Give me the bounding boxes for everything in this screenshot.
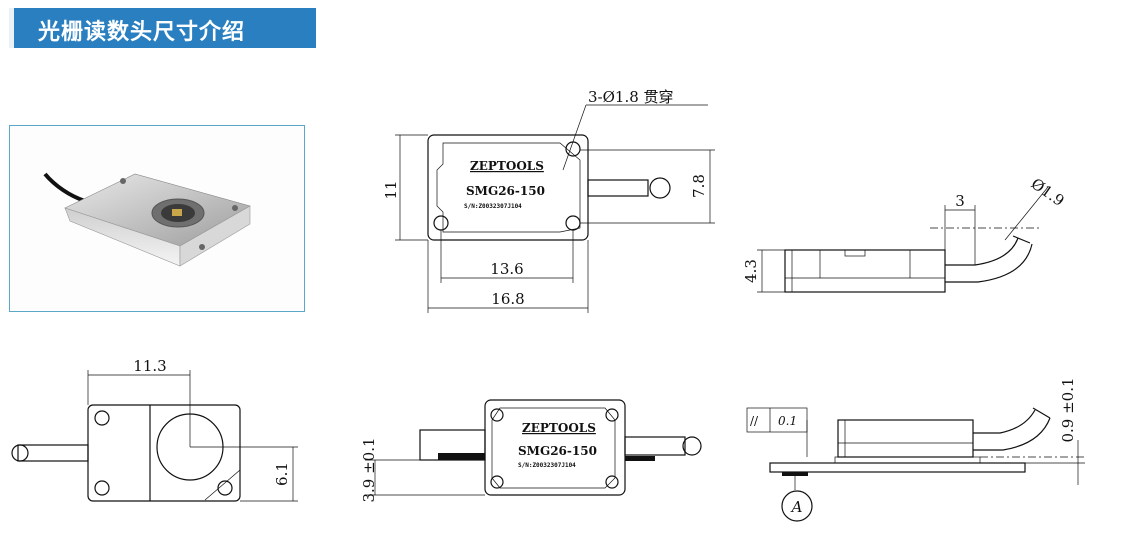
sensor-chip (172, 209, 182, 216)
mount-hole (490, 475, 504, 489)
mounted-view: A // 0.1 0.9 ±0.1 (746, 377, 1085, 522)
dim-11-3: 11.3 (133, 357, 166, 375)
tolerance-value: 0.1 (778, 414, 797, 428)
bottom-view: 11.3 6.1 (11, 357, 298, 502)
mount-hole (605, 475, 619, 489)
mid-cover (491, 407, 616, 489)
mount-hole (605, 408, 619, 422)
datum-circle (781, 490, 813, 522)
middle-view: ZEPTOOLS SMG26-150 S/N:Z0032307J104 3.9 … (360, 399, 702, 503)
cable-bend (945, 237, 1019, 266)
dim-0-9: 0.9 ±0.1 (1059, 377, 1077, 442)
dim-11: 11 (382, 180, 400, 199)
page-title: 光栅读数头尺寸介绍 (38, 20, 246, 45)
model-label: SMG26-150 (466, 184, 545, 198)
holes-dimension: 3-Ø1.8 贯穿 (588, 88, 674, 106)
housing-side (179, 205, 251, 267)
cable-stub (587, 179, 649, 197)
dim-6-1: 6.1 (273, 462, 291, 486)
leader-line (1004, 186, 1049, 241)
mount-hole (217, 480, 233, 496)
left-stub-band (438, 453, 485, 460)
header-accent (9, 8, 14, 48)
dim-7-8: 7.8 (690, 174, 708, 198)
cover-outline (436, 142, 581, 233)
gap-strip (834, 456, 981, 464)
right-stub-band (625, 456, 655, 461)
mount-hole (433, 215, 449, 231)
datum-label: A (790, 498, 803, 516)
cable (43, 172, 86, 203)
right-stub-end (682, 436, 702, 456)
cable-end (11, 444, 29, 462)
serial-label-2: S/N:Z0032307J104 (518, 462, 576, 469)
mount-hole (94, 480, 110, 496)
brand-label-2: ZEPTOOLS (522, 421, 596, 435)
product-photo (43, 172, 251, 267)
cable-bend (973, 417, 1051, 451)
serial-label: S/N:Z0032307J104 (464, 203, 522, 210)
leader-line (562, 104, 587, 171)
mount-hole (94, 410, 110, 426)
cable-stub (17, 444, 89, 462)
cable-bend (945, 243, 1033, 283)
mount-hole (490, 408, 504, 422)
hole-icon (199, 244, 205, 250)
product-photo-frame (9, 125, 305, 312)
side-view: 3 Ø1.9 4.3 (742, 175, 1068, 293)
brand-label: ZEPTOOLS (470, 159, 544, 173)
model-label-2: SMG26-150 (518, 444, 597, 458)
cable-end (649, 177, 671, 199)
right-stub (624, 436, 686, 456)
dim-13-6: 13.6 (490, 260, 523, 278)
hole-icon (232, 205, 238, 211)
datum-mark (782, 472, 808, 476)
base-plate (769, 462, 1026, 473)
cable-bend (973, 409, 1036, 434)
dim-3-9: 3.9 ±0.1 (360, 437, 378, 502)
dim-4-3: 4.3 (742, 259, 760, 283)
cable-end (1012, 235, 1031, 244)
hole-icon (120, 178, 126, 184)
chamfer (204, 469, 241, 501)
mount-hole (565, 215, 581, 231)
mounted-housing (837, 419, 974, 458)
parallel-symbol: // (750, 414, 759, 428)
cable-end (1032, 407, 1051, 419)
dim-16-8: 16.8 (491, 290, 524, 308)
bottom-housing (87, 404, 241, 502)
notch (844, 249, 866, 257)
header-bar (9, 8, 316, 48)
top-view: ZEPTOOLS SMG26-150 S/N:Z0032307J104 3-Ø1… (382, 88, 715, 313)
dim-3: 3 (955, 192, 965, 210)
